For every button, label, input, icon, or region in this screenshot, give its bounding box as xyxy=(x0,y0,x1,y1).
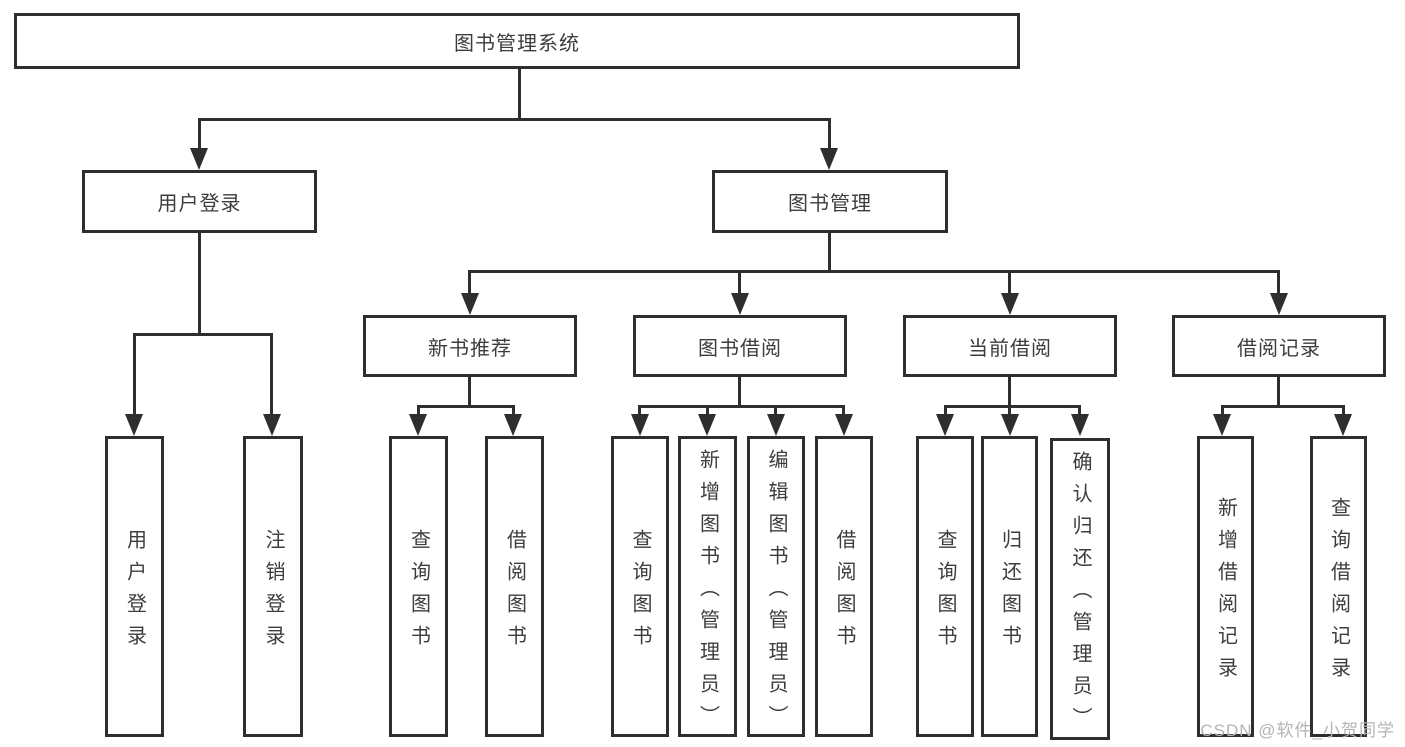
node-root: 图书管理系统 xyxy=(14,13,1020,69)
connector-line xyxy=(944,405,947,416)
connector-line xyxy=(738,270,741,295)
node-new-book-recommend-label: 新书推荐 xyxy=(428,337,512,360)
node-root-label: 图书管理系统 xyxy=(454,32,580,55)
connector-line xyxy=(1008,377,1011,408)
node-s2-add-books-admin: 新增图书（管理员） xyxy=(678,436,737,737)
arrowhead-icon xyxy=(731,293,749,315)
connector-line xyxy=(198,118,831,121)
node-s2-query-books-label: 查询图书 xyxy=(629,528,651,657)
connector-line xyxy=(944,405,1081,408)
node-s1-query-books: 查询图书 xyxy=(389,436,448,737)
connector-line xyxy=(706,405,709,416)
node-s4-add-borrow-record-label: 新增借阅记录 xyxy=(1214,496,1237,689)
connector-line xyxy=(828,233,831,273)
connector-line xyxy=(133,333,136,416)
node-new-book-recommend: 新书推荐 xyxy=(363,315,577,377)
node-s4-query-borrow-record-label: 查询借阅记录 xyxy=(1327,496,1350,689)
arrowhead-icon xyxy=(263,414,281,436)
node-s1-borrow-books: 借阅图书 xyxy=(485,436,544,737)
connector-line xyxy=(774,405,777,416)
connector-line xyxy=(512,405,515,416)
node-book-borrow: 图书借阅 xyxy=(633,315,847,377)
node-borrow-records: 借阅记录 xyxy=(1172,315,1386,377)
connector-line xyxy=(133,333,273,336)
connector-line xyxy=(1277,270,1280,295)
node-logout-label: 注销登录 xyxy=(262,528,284,657)
arrowhead-icon xyxy=(1270,293,1288,315)
arrowhead-icon xyxy=(820,148,838,170)
node-s3-confirm-return-admin-label: 确认归还（管理员） xyxy=(1069,451,1091,739)
arrowhead-icon xyxy=(835,414,853,436)
arrowhead-icon xyxy=(1001,293,1019,315)
connector-line xyxy=(638,405,845,408)
node-s2-query-books: 查询图书 xyxy=(611,436,669,737)
connector-line xyxy=(1221,405,1224,416)
connector-line xyxy=(518,69,521,120)
connector-line xyxy=(468,270,471,295)
node-login: 用户登录 xyxy=(105,436,164,737)
node-s2-add-books-admin-label: 新增图书（管理员） xyxy=(696,448,719,737)
connector-line xyxy=(1008,405,1011,416)
arrowhead-icon xyxy=(698,414,716,436)
node-book-management-label: 图书管理 xyxy=(788,193,872,215)
connector-line xyxy=(1008,270,1011,295)
node-book-management: 图书管理 xyxy=(712,170,948,233)
arrowhead-icon xyxy=(125,414,143,436)
connector-line xyxy=(638,405,641,416)
arrowhead-icon xyxy=(936,414,954,436)
connector-line xyxy=(828,118,831,150)
arrowhead-icon xyxy=(767,414,785,436)
arrowhead-icon xyxy=(504,414,522,436)
arrowhead-icon xyxy=(1334,414,1352,436)
node-borrow-records-label: 借阅记录 xyxy=(1237,337,1321,360)
node-s2-borrow-books: 借阅图书 xyxy=(815,436,873,737)
node-s1-borrow-books-label: 借阅图书 xyxy=(503,528,526,657)
watermark-text: CSDN @软件_小贺同学 xyxy=(1200,721,1395,740)
node-user-login: 用户登录 xyxy=(82,170,317,233)
arrowhead-icon xyxy=(1213,414,1231,436)
node-s3-query-books-label: 查询图书 xyxy=(934,528,956,657)
node-book-borrow-label: 图书借阅 xyxy=(698,337,782,360)
connector-line xyxy=(738,377,741,408)
connector-line xyxy=(1277,377,1280,408)
connector-line xyxy=(417,405,515,408)
arrowhead-icon xyxy=(631,414,649,436)
connector-line xyxy=(270,333,273,416)
connector-line xyxy=(198,233,201,335)
connector-line xyxy=(842,405,845,416)
arrowhead-icon xyxy=(409,414,427,436)
connector-line xyxy=(417,405,420,416)
connector-line xyxy=(1078,405,1081,416)
node-login-label: 用户登录 xyxy=(123,528,146,657)
arrowhead-icon xyxy=(1071,414,1089,436)
node-logout: 注销登录 xyxy=(243,436,303,737)
node-s3-confirm-return-admin: 确认归还（管理员） xyxy=(1050,438,1110,740)
node-s3-return-books: 归还图书 xyxy=(981,436,1038,737)
connector-line xyxy=(468,270,1280,273)
node-s4-query-borrow-record: 查询借阅记录 xyxy=(1310,436,1367,737)
connector-line xyxy=(1342,405,1345,416)
node-current-borrow: 当前借阅 xyxy=(903,315,1117,377)
arrowhead-icon xyxy=(190,148,208,170)
node-user-login-label: 用户登录 xyxy=(157,193,242,215)
node-s4-add-borrow-record: 新增借阅记录 xyxy=(1197,436,1254,737)
node-s2-edit-books-admin: 编辑图书（管理员） xyxy=(747,436,805,737)
node-s3-return-books-label: 归还图书 xyxy=(998,528,1021,657)
arrowhead-icon xyxy=(461,293,479,315)
node-s1-query-books-label: 查询图书 xyxy=(407,528,430,657)
node-s2-borrow-books-label: 借阅图书 xyxy=(833,528,855,657)
connector-line xyxy=(198,118,201,150)
node-s2-edit-books-admin-label: 编辑图书（管理员） xyxy=(765,448,787,737)
connector-line xyxy=(468,377,471,408)
arrowhead-icon xyxy=(1001,414,1019,436)
connector-line xyxy=(1221,405,1345,408)
node-current-borrow-label: 当前借阅 xyxy=(968,337,1052,360)
node-s3-query-books: 查询图书 xyxy=(916,436,974,737)
